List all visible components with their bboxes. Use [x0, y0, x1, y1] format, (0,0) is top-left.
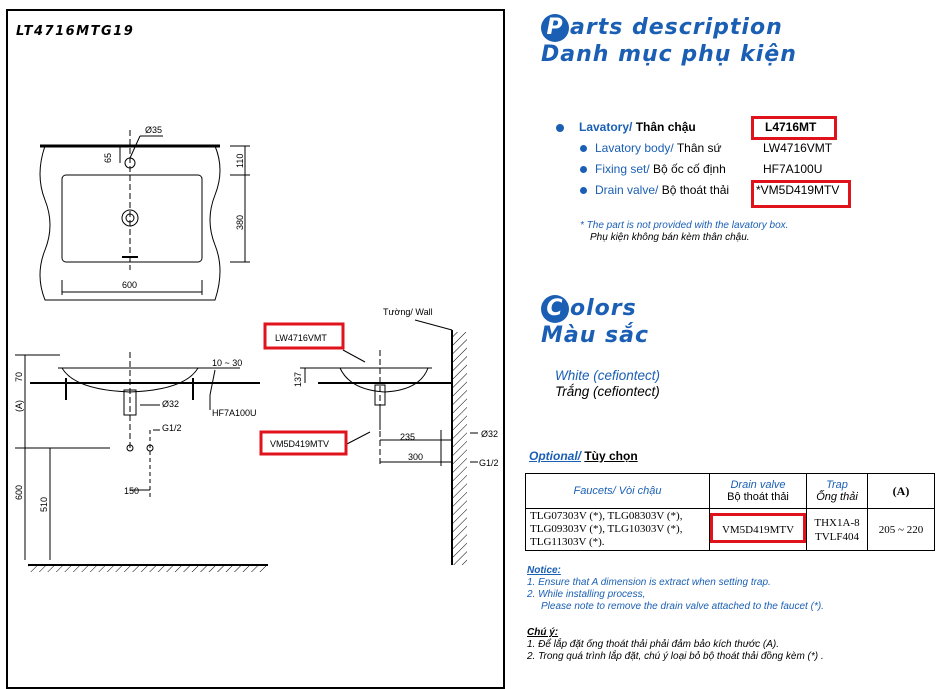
parts-subtitle: Danh mục phụ kiện	[541, 42, 797, 67]
chuy-block: Chú ý: 1. Để lắp đặt ống thoát thải phải…	[527, 627, 824, 663]
dim-137: 137	[293, 372, 303, 387]
cell-a: 205 ~ 220	[867, 508, 935, 551]
colors-list: White (cefiontect) Trắng (cefiontect)	[555, 368, 660, 400]
color-white-vi: Trắng (cefiontect)	[555, 384, 660, 399]
highlight-l4716mt	[751, 116, 837, 140]
parts-note: * The part is not provided with the lava…	[580, 220, 788, 244]
colors-heading-letter: C	[541, 295, 569, 323]
dim-150: 150	[124, 486, 139, 496]
technical-drawing: Ø35 65 110 380 600 70 (A) 10 ~ 30 Ø32 HF…	[14, 125, 499, 572]
dim-dia32-front: Ø32	[162, 399, 179, 409]
model-code: LT4716MTG19	[16, 24, 135, 39]
table-row: TLG07303V (*), TLG08303V (*), TLG09303V …	[525, 508, 935, 551]
notice-title: Notice:	[527, 565, 561, 576]
part-en: Lavatory/	[579, 120, 633, 134]
part-en: Fixing set/	[595, 162, 650, 176]
part-code: HF7A100U	[763, 162, 823, 176]
part-code: LW4716VMT	[763, 141, 833, 155]
part-en: Drain valve/	[595, 183, 659, 197]
part-code: *VM5D419MTV	[756, 183, 840, 197]
parts-note-en: * The part is not provided with the lava…	[580, 220, 789, 231]
dim-g12-side: G1/2	[479, 458, 499, 468]
cell-trap: THX1A-8 TVLF404	[806, 508, 868, 551]
dim-600-height: 600	[14, 485, 24, 500]
part-code: L4716MT	[765, 120, 817, 134]
dim-70: 70	[14, 372, 24, 382]
dim-hole-dia: Ø35	[145, 125, 162, 135]
parts-note-vi: Phụ kiện không bán kèm thân chậu.	[590, 232, 750, 243]
part-en: Lavatory body/	[595, 141, 674, 155]
optional-vi: Tùy chọn	[584, 449, 638, 463]
highlight-drain-label	[259, 430, 348, 456]
header-a: (A)	[867, 473, 935, 509]
colors-subtitle: Màu sắc	[541, 323, 650, 348]
bullet-icon	[580, 145, 587, 152]
chuy-line: 2. Trong quá trình lắp đặt, chú ý loại b…	[527, 651, 824, 662]
chuy-line: 1. Để lắp đặt ống thoát thải phải đảm bả…	[527, 639, 779, 650]
optional-label: Optional/ Tùy chọn	[529, 449, 638, 463]
label-vm5d419mtv: VM5D419MTV	[270, 439, 329, 449]
parts-heading-letter: P	[541, 14, 569, 42]
bullet-icon	[580, 166, 587, 173]
dim-300: 300	[408, 452, 423, 462]
label-lw4716vmt: LW4716VMT	[275, 333, 327, 343]
dim-235: 235	[400, 432, 415, 442]
color-white-en: White (cefiontect)	[555, 368, 661, 383]
highlight-body-label	[263, 322, 345, 350]
label-wall: Tường/ Wall	[383, 307, 433, 317]
part-vi: Bộ ốc cố định	[653, 162, 726, 176]
dim-510: 510	[39, 497, 49, 512]
side-view	[300, 319, 478, 565]
highlight-table-drain	[710, 513, 806, 543]
dim-110: 110	[235, 154, 245, 168]
part-vi: Thân sứ	[676, 141, 722, 155]
parts-heading-rest: arts description	[570, 15, 783, 40]
cell-faucets: TLG07303V (*), TLG08303V (*), TLG09303V …	[525, 508, 710, 551]
notice-line: 2. While installing process,	[527, 589, 646, 600]
label-hf7a100u: HF7A100U	[212, 408, 257, 418]
notice-line: Please note to remove the drain valve at…	[541, 601, 824, 612]
dim-65: 65	[103, 153, 113, 163]
colors-heading-rest: olors	[570, 296, 637, 321]
top-view	[39, 130, 250, 301]
dim-g12-front: G1/2	[162, 423, 182, 433]
header-faucets: Faucets/ Vòi chậu	[525, 473, 710, 509]
bullet-icon	[556, 124, 564, 132]
optional-en: Optional/	[529, 449, 581, 463]
front-view	[15, 352, 268, 572]
notice-line: 1. Ensure that A dimension is extract wh…	[527, 577, 771, 588]
cell-drain: VM5D419MTV	[709, 508, 807, 551]
dim-380: 380	[235, 215, 245, 230]
highlight-vm5d419mtv	[751, 180, 851, 208]
dim-10-30: 10 ~ 30	[212, 358, 242, 368]
bullet-icon	[580, 187, 587, 194]
chuy-title: Chú ý:	[527, 627, 559, 638]
notice-block: Notice: 1. Ensure that A dimension is ex…	[527, 565, 824, 613]
part-vi: Thân chậu	[635, 120, 696, 134]
dim-a: (A)	[14, 400, 24, 412]
part-vi: Bộ thoát thải	[661, 183, 730, 197]
dim-dia32-side: Ø32	[481, 429, 498, 439]
dim-600-width: 600	[122, 280, 137, 290]
